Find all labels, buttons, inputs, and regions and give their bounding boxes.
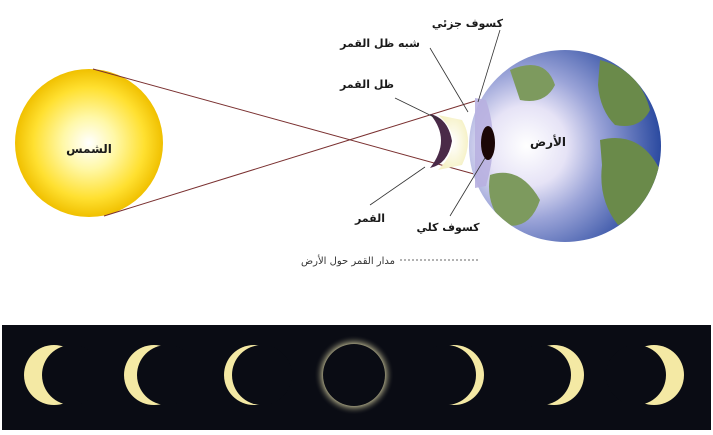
total-eclipse-phase	[314, 335, 394, 415]
moon-label: القمر	[354, 212, 385, 225]
sun: الشمس	[15, 69, 163, 217]
moon	[430, 114, 468, 170]
moon-shadow-label: ظل القمر	[339, 78, 394, 91]
crescent-phase	[416, 345, 484, 405]
leader-lines	[369, 29, 501, 217]
sun-rays	[92, 68, 476, 217]
eclipse-phase-strip	[2, 325, 711, 430]
crescent-phase	[224, 345, 292, 405]
moon-penumbra-label: شبه ظل القمر	[339, 37, 420, 50]
partial-eclipse-label: كسوف جزئي	[432, 17, 504, 30]
umbra-spot	[481, 126, 495, 160]
moon-orbit-label: مدار القمر حول الأرض	[301, 254, 395, 267]
crescent-phase	[124, 345, 197, 405]
moon-shadow	[475, 98, 495, 188]
sun-label: الشمس	[66, 142, 112, 156]
moon-orbit-caption: مدار القمر حول الأرض	[301, 254, 478, 267]
crescent-phase	[511, 345, 584, 405]
earth-label: الأرض	[530, 134, 566, 149]
crescent-phase	[24, 345, 102, 405]
earth: الأرض	[469, 50, 661, 242]
crescent-phase	[606, 345, 684, 405]
total-eclipse-label: كسوف كلي	[416, 221, 480, 234]
